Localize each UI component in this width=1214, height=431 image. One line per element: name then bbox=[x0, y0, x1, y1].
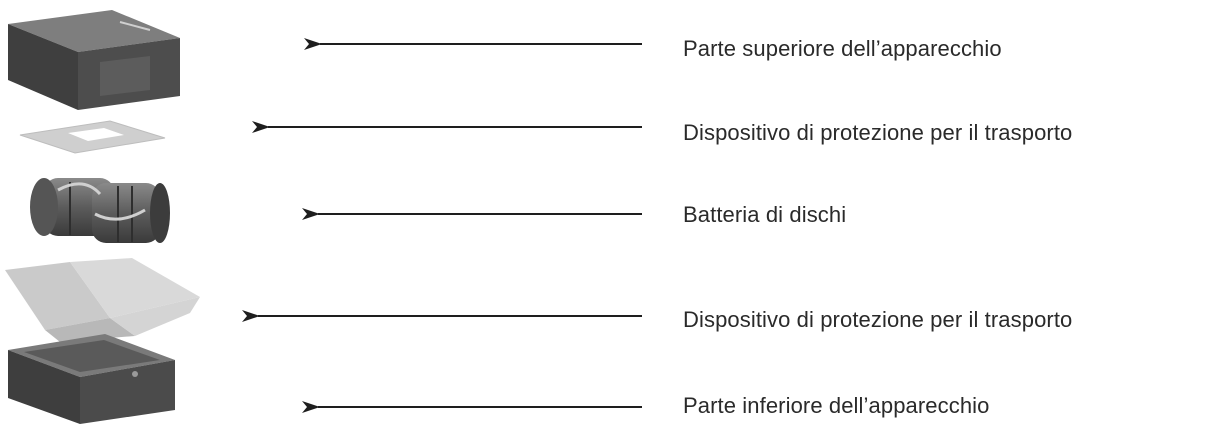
transport-protector-plate-image bbox=[19, 120, 166, 154]
label-disc-battery: Batteria di dischi bbox=[683, 202, 847, 227]
label-transport-protector-2: Dispositivo di protezione per il traspor… bbox=[683, 307, 1073, 332]
label-top-part: Parte superiore dell’apparecchio bbox=[683, 36, 1002, 61]
device-bottom-part-image bbox=[8, 334, 175, 424]
device-top-part-image bbox=[8, 10, 180, 110]
label-bottom-part: Parte inferiore dell’apparecchio bbox=[683, 393, 990, 418]
label-transport-protector-1: Dispositivo di protezione per il traspor… bbox=[683, 120, 1073, 145]
transport-protector-folded-image bbox=[5, 258, 200, 342]
disc-battery-image bbox=[30, 178, 170, 243]
